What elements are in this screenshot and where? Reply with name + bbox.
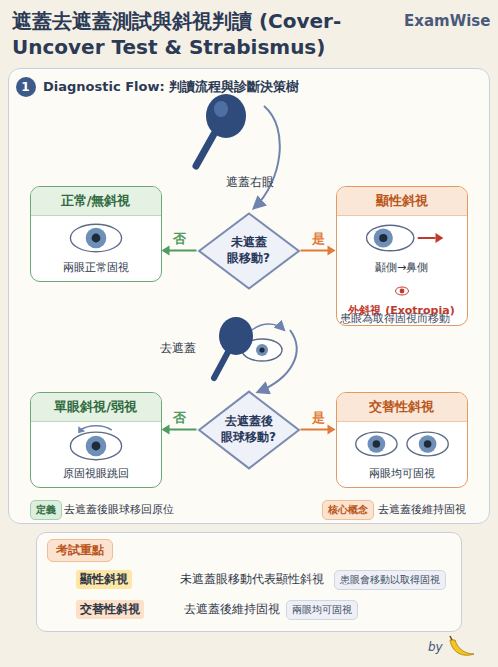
eye-icon — [337, 422, 467, 466]
connector-arrow — [301, 425, 336, 435]
box-heading: 顯性斜視 — [337, 187, 467, 216]
edge-label: 否 — [171, 231, 188, 247]
box-text: 兩眼均可固視 — [337, 466, 467, 487]
step-label: 去遮蓋 — [160, 340, 196, 357]
decision-text: 去遮蓋後 眼球移動? — [216, 414, 282, 445]
eye-icon — [31, 216, 161, 260]
step-label: 遮蓋右眼 — [226, 174, 274, 191]
key-point: 未遮蓋眼移動代表顯性斜視 — [180, 571, 324, 588]
box-heading: 正常/無斜視 — [31, 187, 161, 216]
tag-text: 核心概念 — [328, 504, 368, 515]
connector-arrow — [301, 246, 336, 256]
exam-heading: 考試重點 — [47, 539, 113, 562]
decision-diamond: 未遮蓋 眼移動? — [197, 212, 301, 290]
result-box: 正常/無斜視兩眼正常固視 — [30, 186, 162, 282]
tag-text: 定義 — [36, 504, 56, 515]
tag-pill: 核心概念 — [322, 500, 374, 520]
tag-text: 患眼會移動以取得固視 — [340, 574, 440, 585]
edge-label: 是 — [310, 410, 327, 426]
tag-pill: 定義 — [30, 500, 62, 520]
connector-arrow — [162, 425, 197, 435]
eye-icon — [337, 216, 467, 260]
edge-label: 否 — [171, 410, 188, 426]
box-text: 顳側→鼻側 — [337, 260, 467, 281]
tag-pill: 患眼會移動以取得固視 — [334, 570, 446, 590]
note-text: 去遮蓋後維持固視 — [378, 502, 466, 517]
key-point: 去遮蓋後維持固視 — [184, 601, 280, 618]
key-term: 顯性斜視 — [76, 570, 132, 589]
eye-icon — [395, 281, 409, 300]
decision-diamond: 去遮蓋後 眼球移動? — [197, 390, 301, 470]
box-heading: 交替性斜視 — [337, 393, 467, 422]
byline: by — [428, 640, 443, 654]
note-text: 去遮蓋後眼球移回原位 — [64, 502, 174, 517]
result-box: 交替性斜視兩眼均可固視 — [336, 392, 468, 488]
step-number: 1 — [21, 80, 29, 94]
section-heading: Diagnostic Flow: 判讀流程與診斷決策樹 — [43, 78, 299, 96]
note-text: 患眼為取得固視而移動 — [340, 311, 450, 326]
box-text: 原固視眼跳回 — [31, 466, 161, 487]
title: 遮蓋去遮蓋測試與斜視判讀 (Cover-Uncover Test & Strab… — [12, 8, 382, 60]
box-text: 兩眼正常固視 — [31, 260, 161, 281]
connector-arrow — [162, 246, 197, 256]
tag-text: 兩眼均可固視 — [292, 604, 352, 615]
eye-icon — [31, 422, 161, 466]
edge-label: 是 — [310, 231, 327, 247]
key-term: 交替性斜視 — [76, 600, 144, 619]
tag-pill: 兩眼均可固視 — [286, 600, 358, 620]
result-box: 顯性斜視顳側→鼻側外斜視 (Exotropia) — [336, 186, 468, 326]
flow-panel: Diagnostic Flow: 判讀流程與診斷決策樹 1 未遮蓋 眼移動? 正常/無… — [8, 68, 490, 524]
box-heading: 單眼斜視/弱視 — [31, 393, 161, 422]
result-box: 單眼斜視/弱視原固視眼跳回 — [30, 392, 162, 488]
step-number: 1 — [16, 77, 36, 97]
decision-text: 未遮蓋 眼移動? — [216, 235, 282, 266]
brand-mark: ExamWise — [404, 12, 490, 30]
